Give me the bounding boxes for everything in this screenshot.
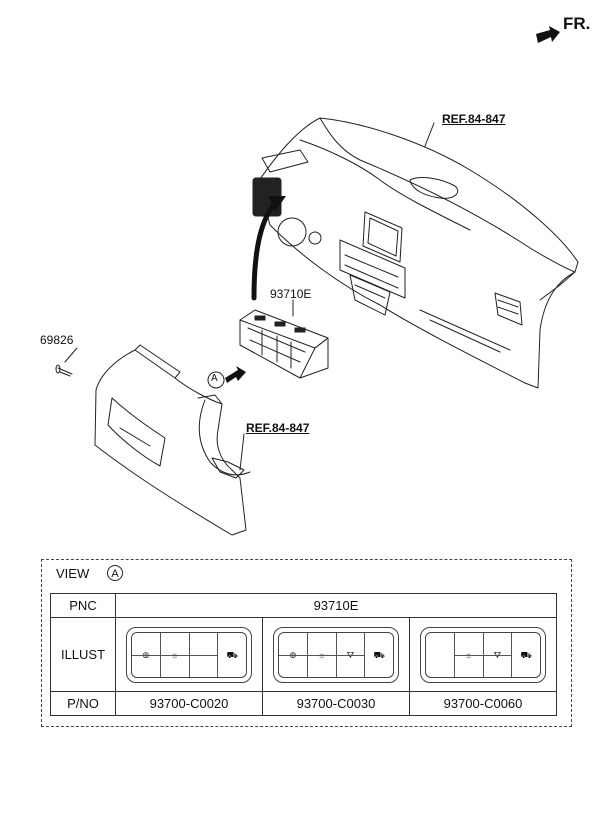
part-number-1: 93700-C0020: [115, 691, 263, 716]
table-row: P/NO 93700-C0020 93700-C0030 93700-C0060: [50, 691, 557, 716]
ref-label-top: REF.84-847: [442, 112, 506, 126]
view-a-box: [41, 559, 572, 727]
row-label-illust: ILLUST: [50, 617, 116, 692]
exploded-view-diagram: [55, 117, 579, 536]
brightness-icon: ☼: [454, 632, 484, 677]
pnc-value: 93710E: [115, 593, 557, 618]
brightness-icon: ☼: [307, 632, 337, 677]
esc-off-icon: ⛟: [373, 649, 385, 660]
leader-line: [64, 347, 78, 363]
switch-module-93710E: [239, 309, 329, 379]
lower-crash-pad-panel: [94, 344, 251, 536]
table-row: PNC 93710E: [50, 593, 557, 618]
switch-illustration: ⊕ ☼ ⛟: [126, 626, 252, 683]
lane-assist-icon: ⛛: [336, 632, 366, 677]
view-title: VIEW: [56, 566, 90, 581]
row-label-pnc: PNC: [50, 593, 116, 618]
ref-label-bottom: REF.84-847: [246, 421, 310, 435]
table-row: ILLUST ⊕ ☼ ⛟ ⊕ ☼ ⛛ ⛟: [50, 617, 557, 692]
blank-switch-icon: [426, 632, 455, 677]
switch-illustration: ☼ ⛛ ⛟: [420, 626, 546, 683]
blank-switch-icon: [189, 632, 219, 677]
brightness-icon: ☼: [160, 632, 190, 677]
headlamp-level-icon: ⊕: [279, 632, 308, 677]
part-label-screw: 69826: [40, 333, 74, 347]
illust-cell-1: ⊕ ☼ ⛟: [115, 617, 263, 692]
illust-cell-2: ⊕ ☼ ⛛ ⛟: [262, 617, 410, 692]
leader-line: [424, 122, 435, 147]
seat-icon: ⛛: [483, 632, 513, 677]
screw-69826: [55, 364, 73, 377]
leader-line: [239, 433, 245, 471]
part-number-3: 93700-C0060: [409, 691, 557, 716]
forward-arrow-icon: [536, 26, 560, 43]
direction-label: FR.: [563, 14, 591, 33]
headlamp-level-icon: ⊕: [132, 632, 161, 677]
switch-illustration: ⊕ ☼ ⛛ ⛟: [273, 626, 399, 683]
part-number-2: 93700-C0030: [262, 691, 410, 716]
view-marker-circle: A: [107, 565, 123, 581]
illust-cell-3: ☼ ⛛ ⛟: [409, 617, 557, 692]
part-label-switch: 93710E: [270, 287, 312, 301]
esc-off-icon: ⛟: [520, 649, 532, 660]
view-marker-label: A: [211, 373, 218, 384]
row-label-pno: P/NO: [50, 691, 116, 716]
parts-table: PNC 93710E ILLUST ⊕ ☼ ⛟ ⊕ ☼ ⛛ ⛟: [50, 593, 557, 716]
esc-off-icon: ⛟: [226, 649, 238, 660]
dashboard-assembly: [252, 117, 579, 389]
